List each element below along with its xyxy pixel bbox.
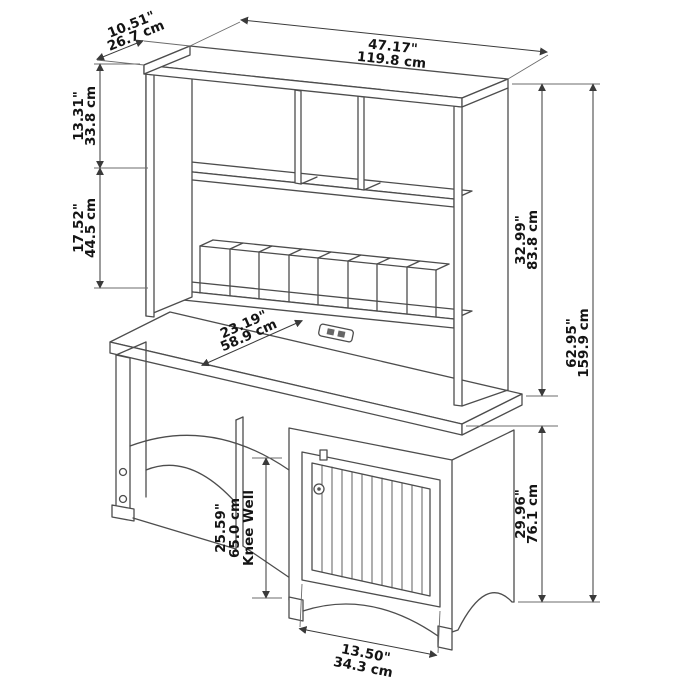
dim-hutch-depth: 10.51" 26.7 cm	[96, 8, 167, 61]
door-beadboard	[321, 464, 423, 595]
desktop-grommet	[318, 323, 354, 343]
left-side-stretcher-arch	[145, 464, 237, 504]
dim-knee-well-cm: 65.0 cm	[227, 498, 243, 558]
dim-overall-width: 47.17" 119.8 cm	[240, 16, 548, 72]
cabinet-right-foot	[437, 625, 453, 651]
dim-desk-height-in: 29.96"	[513, 489, 529, 539]
dim-knee-well-label: Knee Well	[241, 490, 257, 566]
dim-knee-well: 25.59" 65.0 cm Knee Well	[213, 457, 270, 599]
dimensions: 47.17" 119.8 cm 10.51" 26.7 cm 13.31" 33…	[71, 8, 597, 681]
dim-desk-height: 29.96" 76.1 cm	[513, 425, 546, 603]
hutch-middle-shelf	[153, 159, 473, 208]
hutch-right-side-panel	[453, 87, 509, 407]
dim-hutch-lower-height-in: 17.52"	[71, 203, 87, 253]
hutch-organizer-slots	[199, 239, 450, 318]
desk-with-hutch-drawing	[109, 45, 523, 651]
hutch	[143, 45, 509, 407]
dim-overall-height: 62.95" 159.9 cm	[564, 83, 597, 603]
hutch-top-board	[143, 45, 509, 108]
dim-overall-height-in: 62.95"	[564, 318, 580, 368]
cabinet-side-arch	[451, 592, 515, 633]
dim-cabinet-width: 13.50" 34.3 cm	[298, 626, 438, 681]
dim-hutch-upper-height-in: 13.31"	[71, 91, 87, 141]
dim-hutch-height-in: 32.99"	[513, 215, 529, 265]
dim-hutch-lower-height-cm: 44.5 cm	[83, 198, 99, 258]
knee-well-apron-arch	[129, 434, 290, 471]
cabinet-left-foot	[288, 596, 304, 622]
hutch-left-side-panel	[145, 54, 193, 318]
dim-overall-width-in: 47.17"	[367, 36, 418, 57]
storage-cabinet	[288, 427, 515, 651]
dim-hutch-lower-height: 17.52" 44.5 cm	[71, 167, 104, 289]
dim-overall-height-cm: 159.9 cm	[576, 308, 592, 377]
dim-hutch-upper-height-cm: 33.8 cm	[83, 86, 99, 146]
dim-hutch-upper-height: 13.31" 33.8 cm	[71, 63, 104, 169]
dim-desk-height-cm: 76.1 cm	[525, 484, 541, 544]
dim-hutch-height-cm: 83.8 cm	[525, 210, 541, 270]
cabinet-door	[301, 449, 441, 608]
hutch-bottom-shelf	[153, 279, 473, 329]
dim-knee-well-in: 25.59"	[213, 503, 229, 553]
dim-hutch-height: 32.99" 83.8 cm	[513, 83, 546, 397]
door-knob-center	[317, 487, 321, 491]
door-catch	[319, 449, 328, 461]
dim-overall-width-cm: 119.8 cm	[356, 49, 427, 72]
